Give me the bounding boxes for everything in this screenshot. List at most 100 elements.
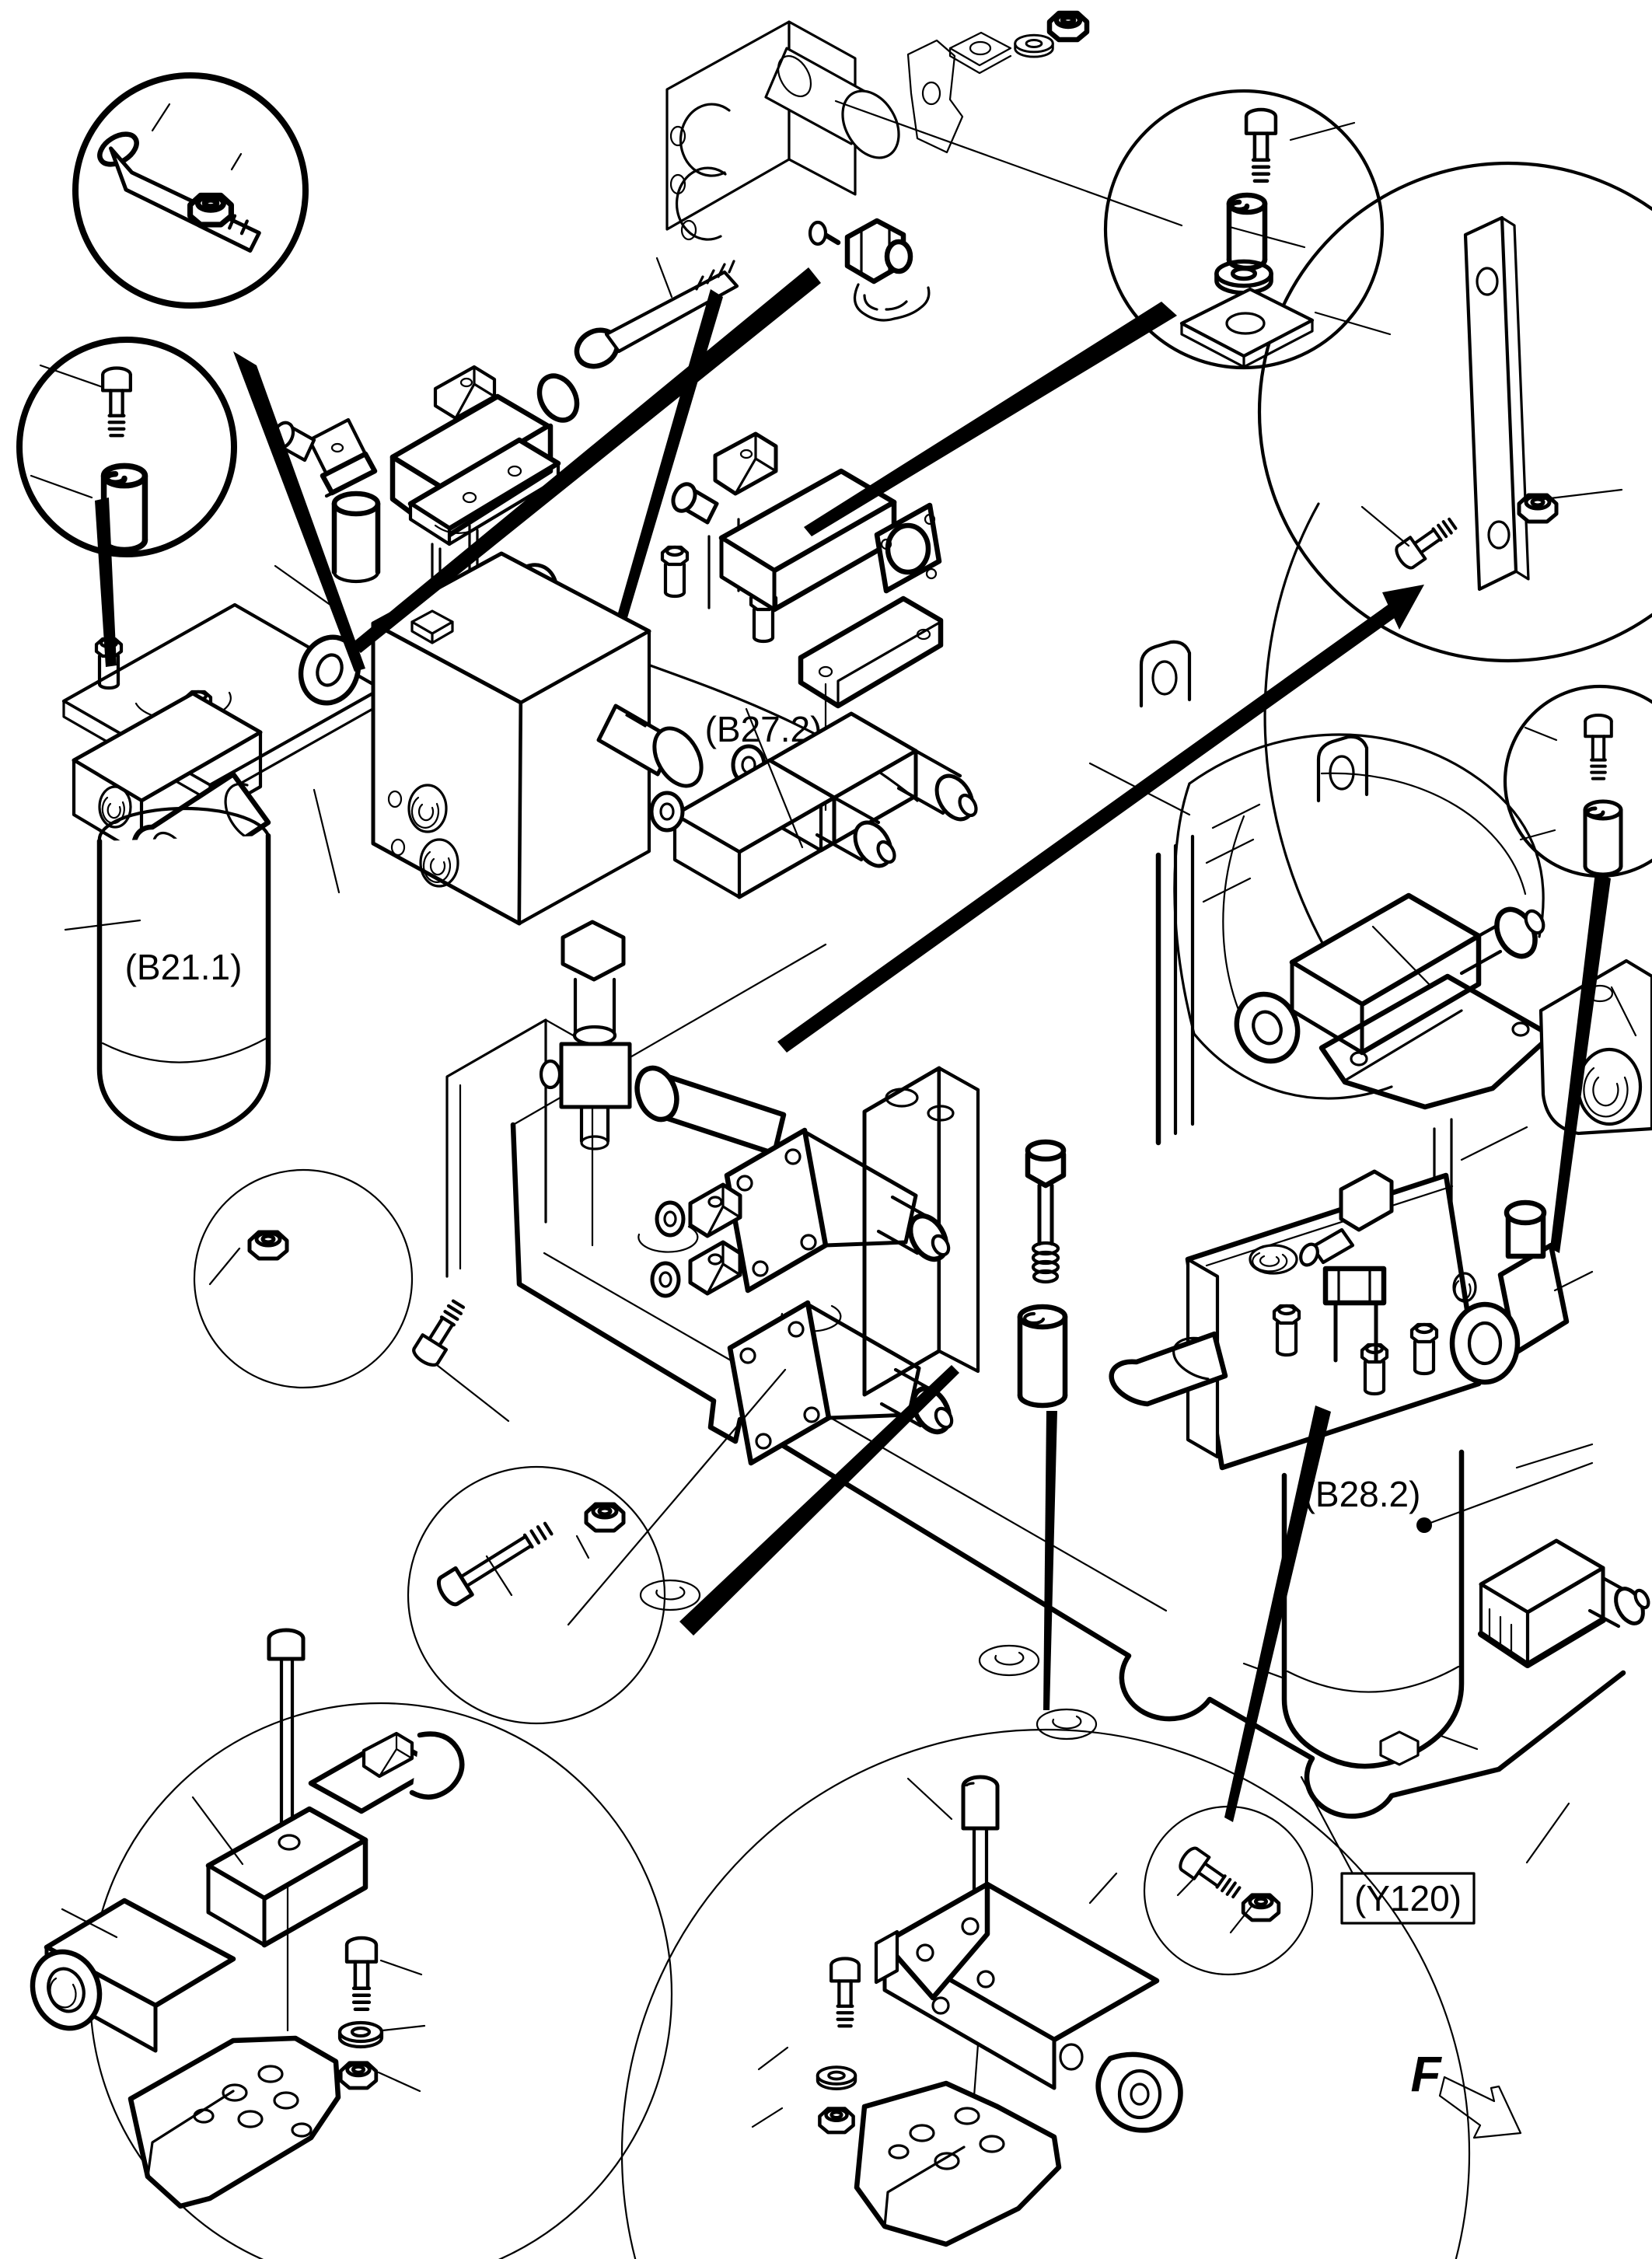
leader-line <box>757 2046 789 2071</box>
top-manifold-block <box>574 13 1087 369</box>
hex-nut <box>190 196 232 225</box>
label-b21-1: (B21.1) <box>125 947 243 987</box>
leader-line <box>379 1959 423 1976</box>
drum-body <box>1188 733 1545 938</box>
standpipe-fitting <box>1299 1169 1394 1363</box>
leader-line <box>313 788 341 894</box>
long-stud-bolt <box>267 1628 306 2032</box>
drain-plug <box>1379 1730 1420 1766</box>
washer <box>816 2065 857 2090</box>
leader-line <box>151 103 171 132</box>
callout-circle-upper-left <box>16 337 237 557</box>
callout-circle-lower-left <box>407 1465 666 1725</box>
transfer-arrow <box>617 289 723 620</box>
hex-bolt <box>1025 1139 1067 1284</box>
callout-circle-right <box>1257 161 1652 663</box>
callout-circle-right-middle <box>1503 684 1652 878</box>
solenoid-cap <box>536 373 580 423</box>
leader-line <box>191 1796 244 1866</box>
bottom-center-valve-kit <box>816 1775 1183 2247</box>
spacer-bushing <box>1585 801 1621 875</box>
transfer-arrow <box>1550 872 1611 1253</box>
leader-line <box>1460 1126 1528 1161</box>
y120-callout: (Y120) <box>1340 1872 1476 1925</box>
riser-block <box>862 1066 980 1397</box>
leader-line <box>575 1535 590 1559</box>
transfer-arrow <box>95 498 117 667</box>
solenoid-valve-winch <box>1234 892 1554 1110</box>
label-y120: (Y120) <box>1354 1878 1462 1919</box>
leader-line <box>230 152 243 171</box>
detail-mounting-strip-right <box>1393 215 1556 592</box>
end-cap <box>30 1949 103 2031</box>
leader-line <box>1300 1775 1354 1875</box>
proportional-valve <box>30 1731 465 2053</box>
flange-nut <box>1519 495 1556 522</box>
hex-bolt <box>1177 1845 1244 1903</box>
transfer-arrow <box>1224 1405 1331 1822</box>
solenoid-cap <box>1234 991 1301 1064</box>
view-letter: F <box>1410 2046 1442 2102</box>
leader-line <box>64 919 141 931</box>
transfer-arrow <box>679 1365 959 1636</box>
filter-canister: (B28.2) <box>1281 1449 1465 1769</box>
leader-line <box>906 1777 953 1821</box>
filter-mount-plate <box>1185 1172 1482 1471</box>
long-hex-bolt <box>574 260 739 369</box>
din-connector <box>650 1240 742 1298</box>
threaded-port <box>419 838 459 888</box>
mounting-stud <box>662 547 687 596</box>
valve-subplate <box>854 2080 1062 2247</box>
small-bolt-washer-nut <box>816 1959 859 2133</box>
hex-bolt <box>1246 110 1276 181</box>
solenoid-valve-upper <box>724 1127 951 1294</box>
transfer-arrow <box>233 351 365 672</box>
leader-line <box>208 1247 241 1286</box>
detail-nut-and-bolt-mid-left <box>250 1232 470 1369</box>
callout-circle-mid-left <box>193 1168 414 1389</box>
cap-chain <box>853 283 931 322</box>
leader-line <box>274 564 341 613</box>
leader-line <box>745 707 804 849</box>
valve-bracket <box>1318 973 1554 1110</box>
callout-circle-bottom-center <box>621 1729 1470 2259</box>
view-direction-arrow <box>1438 2076 1522 2139</box>
hex-nut <box>341 2063 376 2088</box>
square-nut <box>410 609 454 644</box>
leader-line <box>377 2071 421 2093</box>
square-backing-plate <box>948 31 1012 75</box>
relief-valve <box>1449 1199 1570 1385</box>
detail-bolt-and-nut-bottom-right <box>1177 1845 1279 1920</box>
leader-line <box>1289 121 1356 141</box>
leader-line <box>1423 1461 1594 1527</box>
flange-nut <box>250 1232 287 1259</box>
leader-line <box>485 1555 513 1597</box>
leader-line <box>655 257 673 299</box>
detail-bolt-and-nut-lower-left <box>436 1504 623 1607</box>
leader-line <box>1542 488 1623 501</box>
leader-lines <box>30 100 1637 2128</box>
valve-subplate <box>127 2035 341 2209</box>
mounting-bracket-plate <box>906 39 964 154</box>
proportional-valve <box>874 1881 1183 2133</box>
washer <box>340 2023 382 2047</box>
leader-line <box>1553 1270 1594 1292</box>
leader-line <box>1228 225 1306 249</box>
hex-bolt <box>410 1297 470 1368</box>
port-ring <box>679 103 731 177</box>
small-bolt-washer-nut <box>340 1938 382 2088</box>
center-manifold-block <box>371 551 704 1150</box>
hex-bolt <box>347 1938 376 2009</box>
flange-nut <box>1050 13 1087 40</box>
leader-line <box>1314 311 1392 336</box>
solenoid-cap <box>1095 2051 1183 2133</box>
hex-nut <box>1243 1895 1279 1920</box>
lower-manifold-assembly <box>634 1065 980 1466</box>
din-connector <box>655 1182 742 1238</box>
detail-bolt-and-nut-top-left <box>97 131 261 253</box>
pressure-valve <box>649 758 896 899</box>
leader-line <box>567 1368 787 1626</box>
transfer-arrow <box>804 302 1177 536</box>
transfer-arrow <box>351 267 821 653</box>
transfer-arrow-with-head <box>777 585 1424 1053</box>
